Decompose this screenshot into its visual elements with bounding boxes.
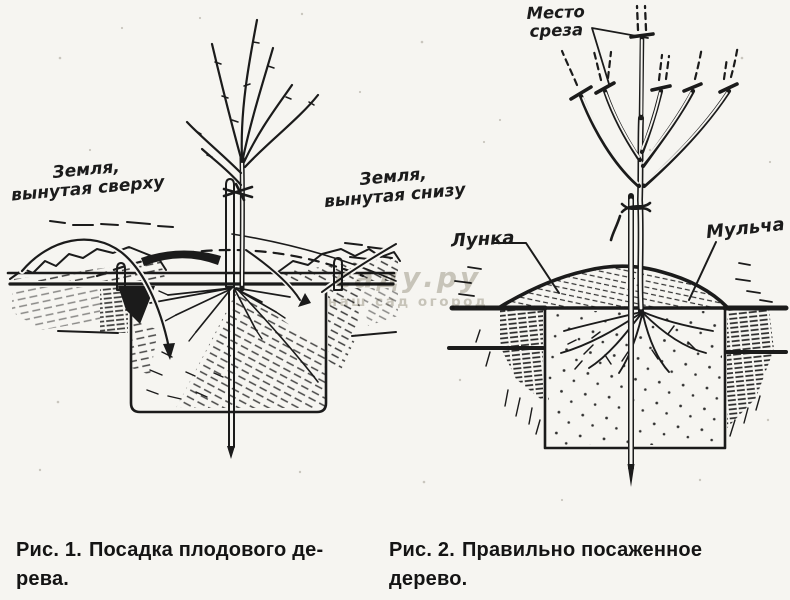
tree-left-figure (185, 18, 320, 292)
planting-pit-right-figure (543, 306, 727, 450)
figure1-drawing (6, 18, 401, 459)
mulch-mound (498, 264, 729, 309)
subsoil-right (328, 288, 398, 372)
roots-right-figure (560, 311, 714, 374)
edge-pegs (116, 257, 343, 291)
figure2-caption-text: Правильно посаженное (461, 539, 703, 561)
soil-arrow-left (19, 236, 175, 360)
illustration-canvas (6, 4, 789, 502)
figure2-caption-text: дерево. (389, 568, 468, 590)
pruned-tips-dashed (560, 4, 740, 87)
fill-soil-heap (176, 289, 326, 408)
roots-left-figure (149, 287, 291, 342)
cut-marks (569, 32, 739, 101)
subsoil-left (12, 287, 128, 334)
figure1-number: Рис. 1. (16, 539, 82, 561)
dark-soil-streak (141, 250, 221, 266)
pit-wall-shadow (118, 286, 155, 324)
tie-knot (609, 201, 652, 242)
figure1-caption: Рис. 1. Посадка плодового де- рева. (16, 536, 378, 594)
figure2-caption: Рис. 2. Правильно посаженное дерево. (389, 536, 779, 594)
label-line: среза (529, 20, 584, 42)
tree-right-figure (560, 4, 740, 315)
planting-pit-cross-section (118, 286, 328, 414)
arrowhead (163, 343, 175, 360)
stake-left-figure (225, 178, 235, 459)
figure2-drawing (447, 4, 789, 487)
tie-knot (222, 182, 254, 202)
stake-right-figure (627, 193, 635, 487)
figure1-caption-text: Посадка плодового де- (88, 539, 324, 561)
label-watering-basin: Лунка (450, 227, 515, 252)
arrowhead (298, 293, 311, 307)
paper-speckle (38, 12, 772, 502)
soil-arrow-right (243, 241, 399, 307)
surface-dashes-right (454, 262, 773, 303)
figure1-caption-text: рева. (16, 568, 70, 590)
subsoil-blocks-right-figure (475, 310, 774, 437)
figure2-number: Рис. 2. (389, 539, 455, 561)
leader-lines (492, 27, 717, 301)
label-cut-location: Место среза (513, 2, 598, 42)
